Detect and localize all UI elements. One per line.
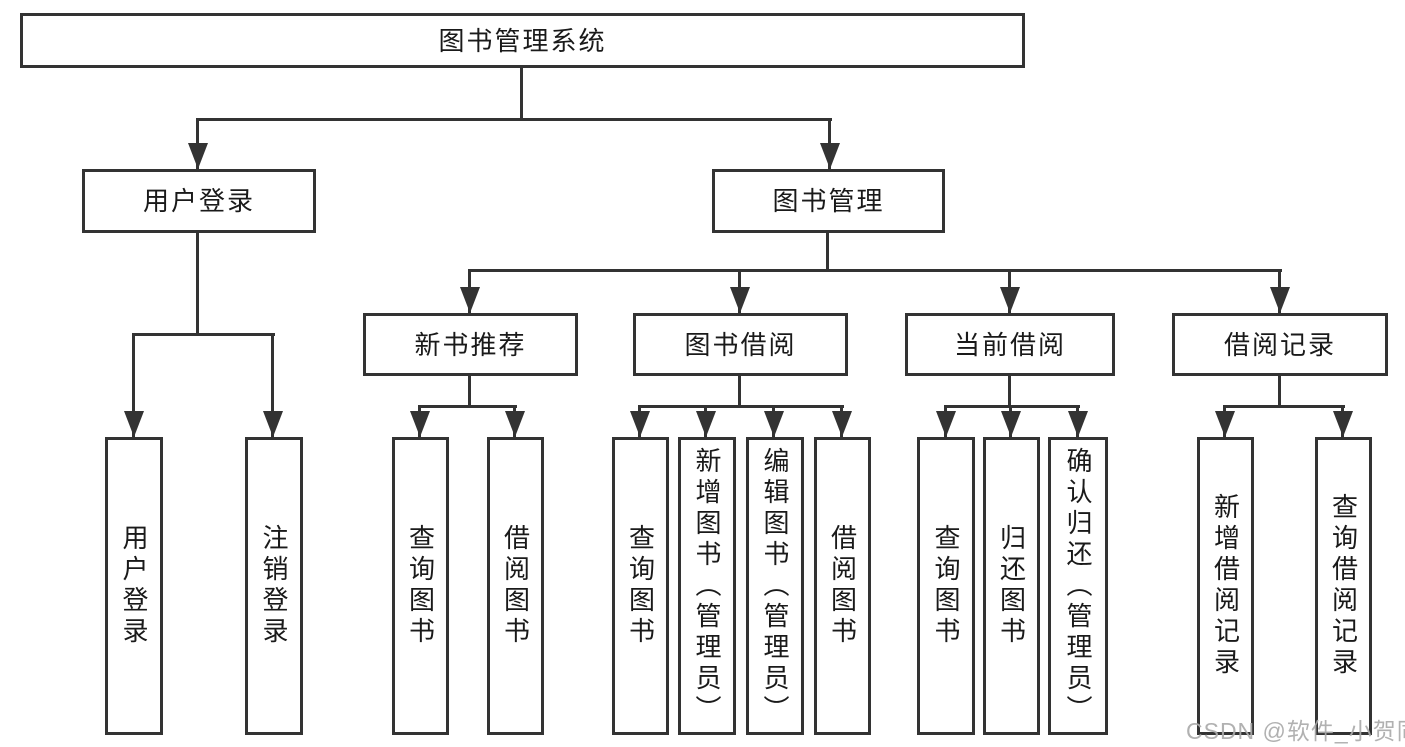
node-label-leaf-nb-borrow: 借阅图书 (500, 524, 531, 648)
node-borrow-records: 借阅记录 (1172, 313, 1388, 376)
node-label-leaf-bw-edit: 编辑图书（管理员） (760, 446, 790, 726)
connector-line (132, 335, 135, 437)
node-root: 图书管理系统 (20, 13, 1025, 68)
node-book-mgmt: 图书管理 (712, 169, 945, 233)
connector-line (520, 68, 523, 120)
node-label-root: 图书管理系统 (438, 25, 607, 56)
arrowhead-down-icon (1333, 411, 1353, 437)
arrowhead-down-icon (124, 411, 144, 437)
node-label-leaf-bw-query: 查询图书 (625, 524, 656, 648)
arrowhead-down-icon (820, 143, 840, 169)
connector-line (1008, 376, 1011, 407)
connector-line (944, 405, 1080, 408)
node-leaf-bw-query: 查询图书 (612, 437, 669, 735)
node-label-new-books: 新书推荐 (414, 329, 527, 360)
node-label-leaf-bw-borrow: 借阅图书 (827, 524, 858, 648)
arrowhead-down-icon (764, 411, 784, 437)
node-label-current-borrow: 当前借阅 (953, 329, 1066, 360)
connector-line (132, 333, 275, 336)
arrowhead-down-icon (832, 411, 852, 437)
csdn-watermark: CSDN @软件_小贺同学 (1186, 718, 1405, 744)
node-label-leaf-rec-add: 新增借阅记录 (1210, 493, 1241, 679)
connector-line (826, 233, 829, 271)
arrowhead-down-icon (263, 411, 283, 437)
node-leaf-user-logout: 注销登录 (245, 437, 303, 735)
node-label-leaf-cur-confirm: 确认归还（管理员） (1063, 446, 1093, 726)
connector-line (738, 376, 741, 407)
connector-line (1278, 376, 1281, 407)
arrowhead-down-icon (460, 287, 480, 313)
node-label-leaf-user-login: 用户登录 (119, 524, 149, 648)
arrowhead-down-icon (1215, 411, 1235, 437)
node-leaf-cur-return: 归还图书 (983, 437, 1040, 735)
connector-line (196, 233, 199, 335)
arrowhead-down-icon (730, 287, 750, 313)
node-leaf-user-login: 用户登录 (105, 437, 163, 735)
node-leaf-nb-query: 查询图书 (392, 437, 449, 735)
connector-line (196, 118, 832, 121)
arrowhead-down-icon (188, 143, 208, 169)
connector-line (468, 269, 1282, 272)
node-current-borrow: 当前借阅 (905, 313, 1115, 376)
arrowhead-down-icon (1001, 411, 1021, 437)
connector-line (1223, 405, 1345, 408)
node-label-leaf-cur-return: 归还图书 (996, 524, 1027, 648)
node-leaf-cur-query: 查询图书 (917, 437, 975, 735)
node-label-user-login: 用户登录 (142, 186, 255, 216)
node-leaf-nb-borrow: 借阅图书 (487, 437, 544, 735)
arrowhead-down-icon (936, 411, 956, 437)
node-user-login: 用户登录 (82, 169, 316, 233)
node-label-leaf-cur-query: 查询图书 (931, 524, 961, 648)
node-label-leaf-rec-query: 查询借阅记录 (1328, 493, 1359, 679)
node-label-leaf-user-logout: 注销登录 (259, 524, 289, 648)
node-leaf-bw-add: 新增图书（管理员） (678, 437, 736, 735)
node-book-borrow: 图书借阅 (633, 313, 848, 376)
node-leaf-bw-borrow: 借阅图书 (814, 437, 871, 735)
node-label-book-borrow: 图书借阅 (684, 329, 797, 360)
arrowhead-down-icon (1270, 287, 1290, 313)
arrowhead-down-icon (696, 411, 716, 437)
node-label-leaf-nb-query: 查询图书 (405, 524, 436, 648)
node-label-leaf-bw-add: 新增图书（管理员） (692, 446, 722, 726)
node-leaf-rec-query: 查询借阅记录 (1315, 437, 1372, 735)
arrowhead-down-icon (1000, 287, 1020, 313)
node-label-book-mgmt: 图书管理 (772, 186, 885, 216)
node-new-books: 新书推荐 (363, 313, 578, 376)
node-leaf-cur-confirm: 确认归还（管理员） (1048, 437, 1108, 735)
connector-line (271, 335, 274, 437)
node-leaf-rec-add: 新增借阅记录 (1197, 437, 1254, 735)
arrowhead-down-icon (630, 411, 650, 437)
arrowhead-down-icon (410, 411, 430, 437)
node-leaf-bw-edit: 编辑图书（管理员） (746, 437, 804, 735)
connector-line (418, 405, 517, 408)
node-label-borrow-records: 借阅记录 (1223, 329, 1336, 360)
arrowhead-down-icon (1068, 411, 1088, 437)
connector-line (468, 376, 471, 407)
connector-line (638, 405, 844, 408)
arrowhead-down-icon (505, 411, 525, 437)
